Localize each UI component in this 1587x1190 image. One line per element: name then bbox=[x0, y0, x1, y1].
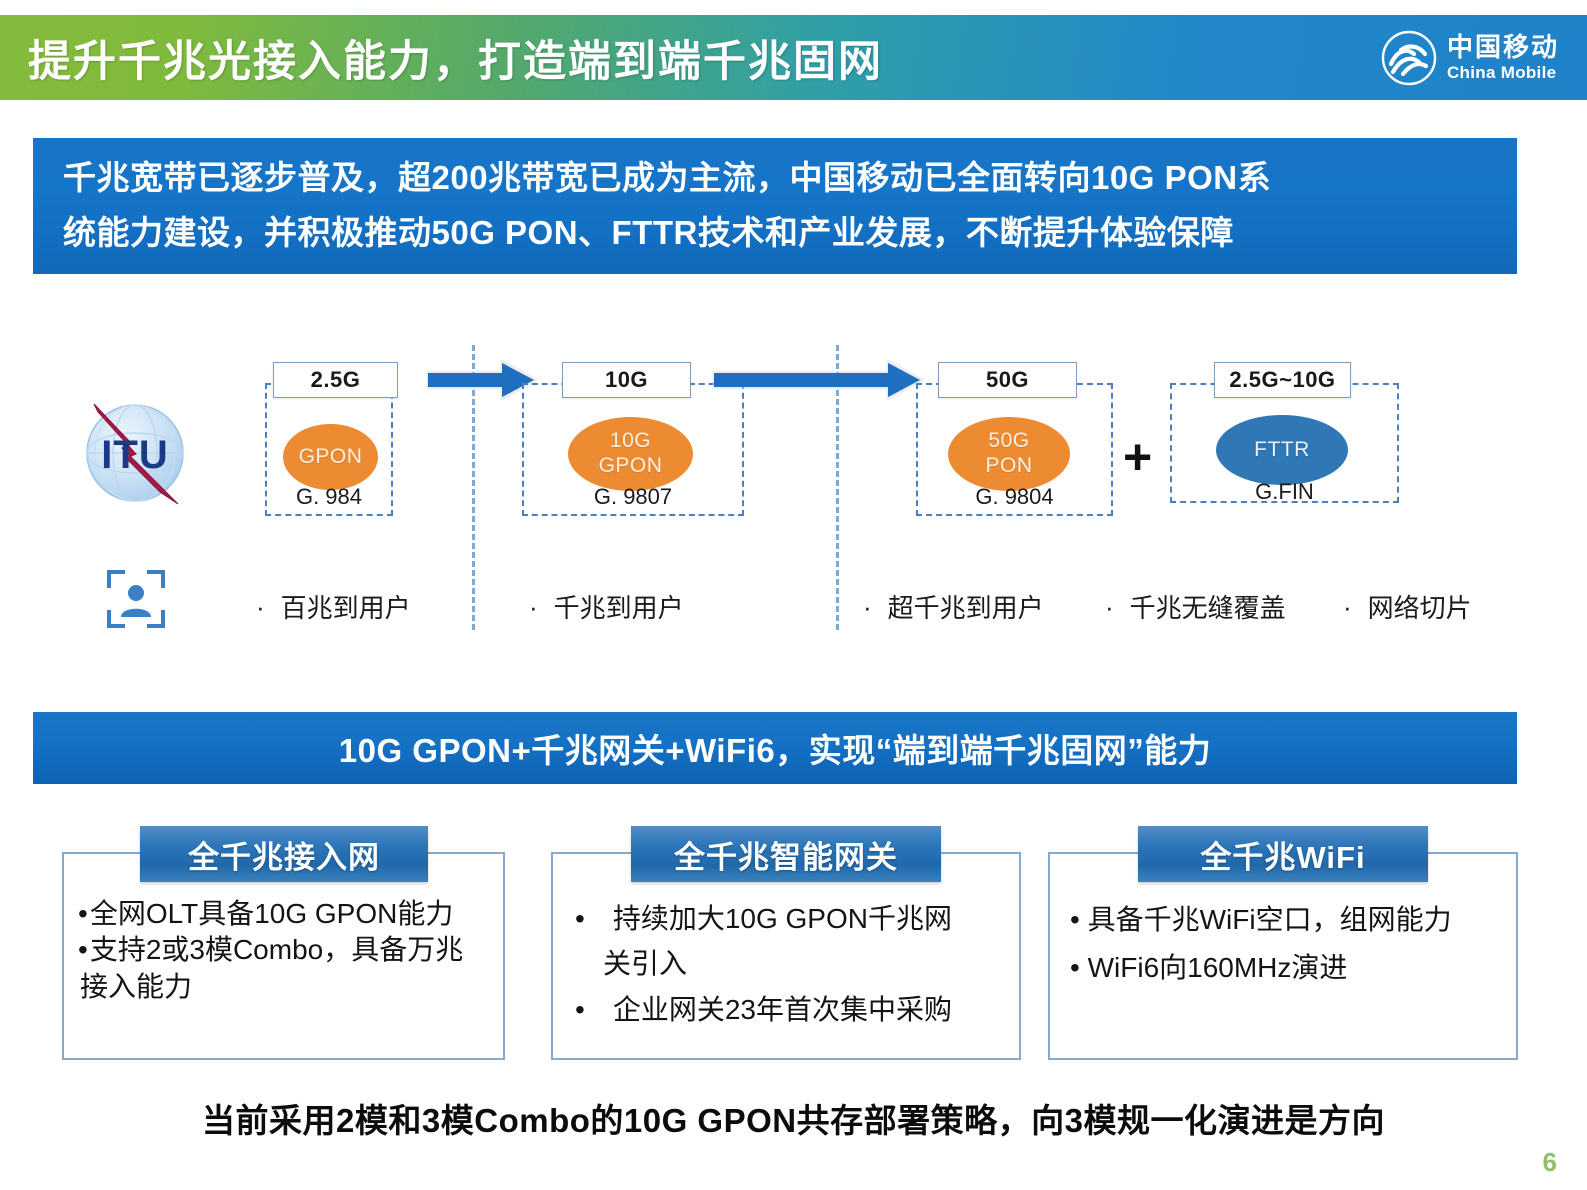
stage-4-tech-oval: FTTR bbox=[1216, 415, 1348, 485]
capability-bullet-1: · 百兆到用户 bbox=[256, 588, 411, 625]
card-3-item-1-text: 具备千兆WiFi空口，组网能力 bbox=[1087, 904, 1452, 935]
capability-card-wifi: 全千兆WiFi • 具备千兆WiFi空口，组网能力 • WiFi6向160MHz… bbox=[1048, 826, 1518, 1060]
bullet-dot: · bbox=[1105, 591, 1114, 622]
card-1-item-2: •支持2或3模Combo，具备万兆 bbox=[78, 932, 489, 968]
stage-3-tech-line-1: 50G bbox=[988, 429, 1030, 453]
capability-bullet-3-label: 超千兆到用户 bbox=[887, 593, 1044, 623]
card-2-body: • 持续加大10G GPON千兆网 关引入 • 企业网关23年首次集中采购 bbox=[553, 896, 1019, 1032]
card-3-body: • 具备千兆WiFi空口，组网能力 • WiFi6向160MHz演进 bbox=[1050, 896, 1516, 992]
stage-2-speed-label: 10G bbox=[562, 362, 691, 398]
card-2-title: 全千兆智能网关 bbox=[631, 826, 941, 882]
stage-4-speed-label: 2.5G~10G bbox=[1214, 362, 1351, 398]
summary-banner-top: 千兆宽带已逐步普及，超200兆带宽已成为主流，中国移动已全面转向10G PON系… bbox=[33, 138, 1517, 274]
capability-card-access-network: 全千兆接入网 •全网OLT具备10G GPON能力 •支持2或3模Combo，具… bbox=[62, 826, 505, 1060]
bullet-dot: · bbox=[529, 591, 538, 622]
card-3-item-2: • WiFi6向160MHz演进 bbox=[1070, 944, 1502, 992]
stage-3-tech-line-2: PON bbox=[985, 454, 1033, 477]
bullet-dot: • bbox=[78, 898, 88, 929]
china-mobile-logo-icon bbox=[1381, 30, 1437, 86]
summary-line-2: 统能力建设，并积极推动50G PON、FTTR技术和产业发展，不断提升体验保障 bbox=[63, 214, 1234, 251]
brand-logo: 中国移动 China Mobile bbox=[1381, 30, 1559, 86]
summary-banner-mid-text: 10G GPON+千兆网关+WiFi6，实现“端到端千兆固网”能力 bbox=[338, 732, 1212, 769]
card-3-title: 全千兆WiFi bbox=[1138, 826, 1428, 882]
stage-1-tech-line-1: GPON bbox=[298, 444, 363, 468]
stage-2-tech-oval: 10G GPON bbox=[568, 417, 693, 491]
svg-text:ITU: ITU bbox=[101, 433, 168, 477]
card-1-title: 全千兆接入网 bbox=[140, 826, 428, 882]
bullet-dot: • bbox=[78, 934, 88, 966]
card-2-item-1-text: 持续加大10G GPON千兆网 bbox=[612, 903, 952, 934]
card-3-item-2-text: WiFi6向160MHz演进 bbox=[1087, 952, 1348, 984]
capability-bullet-5: · 网络切片 bbox=[1343, 588, 1472, 625]
stage-1-standard-code: G. 984 bbox=[295, 484, 363, 509]
capability-card-smart-gateway: 全千兆智能网关 • 持续加大10G GPON千兆网 关引入 • 企业网关23年首… bbox=[551, 826, 1021, 1060]
user-target-icon bbox=[105, 568, 167, 630]
card-2-item-2: 关引入 bbox=[567, 941, 1005, 986]
diagram-divider-1 bbox=[472, 345, 475, 630]
conclusion-note: 当前采用2模和3模Combo的10G GPON共存部署策略，向3模规一化演进是方… bbox=[202, 1102, 1385, 1139]
stage-1-tech-oval: GPON bbox=[283, 424, 378, 490]
card-1-item-3-text: 接入能力 bbox=[80, 970, 193, 1002]
page-number: 6 bbox=[1542, 1147, 1557, 1177]
capability-bullet-2-label: 千兆到用户 bbox=[553, 593, 684, 623]
card-2-item-3: • 企业网关23年首次集中采购 bbox=[567, 987, 1005, 1032]
stage-3-standard-code: G. 9804 bbox=[975, 484, 1054, 509]
card-1-item-1-text: 全网OLT具备10G GPON能力 bbox=[89, 898, 454, 929]
capability-bullet-4: · 千兆无缝覆盖 bbox=[1105, 588, 1286, 625]
stage-3-tech-oval: 50G PON bbox=[948, 417, 1070, 491]
itu-globe-logo-icon: ITU bbox=[74, 392, 196, 514]
diagram-divider-2 bbox=[836, 345, 839, 630]
bullet-dot: • bbox=[1070, 952, 1080, 984]
card-2-item-2-text: 关引入 bbox=[603, 948, 688, 980]
summary-line-1: 千兆宽带已逐步普及，超200兆带宽已成为主流，中国移动已全面转向10G PON系 bbox=[63, 159, 1272, 197]
stage-4-standard-code: G.FIN bbox=[1255, 479, 1314, 504]
stage-2-tech-line-1: 10G bbox=[609, 429, 652, 453]
brand-name-en: China Mobile bbox=[1446, 63, 1557, 82]
stage-2-standard-code: G. 9807 bbox=[593, 484, 673, 509]
bullet-dot: • bbox=[1070, 904, 1080, 935]
capability-bullet-5-label: 网络切片 bbox=[1367, 593, 1472, 623]
stage-3-speed-label: 50G bbox=[938, 362, 1077, 398]
capability-bullet-4-label: 千兆无缝覆盖 bbox=[1129, 593, 1286, 623]
bullet-dot: · bbox=[256, 591, 265, 622]
evolution-arrow-1-icon bbox=[424, 355, 539, 410]
bullet-dot: · bbox=[863, 591, 872, 622]
bullet-dot: • bbox=[575, 993, 585, 1025]
evolution-arrow-2-icon bbox=[710, 356, 925, 409]
slide-title-bar: 提升千兆光接入能力，打造端到端千兆固网 中国移动 China Mobile bbox=[0, 15, 1587, 100]
card-1-item-1: •全网OLT具备10G GPON能力 bbox=[78, 896, 489, 932]
stage-4-tech-line-1: FTTR bbox=[1254, 437, 1310, 461]
bullet-dot: · bbox=[1343, 591, 1352, 622]
card-1-item-3: 接入能力 bbox=[78, 969, 489, 1005]
card-2-item-3-text: 企业网关23年首次集中采购 bbox=[612, 993, 952, 1025]
bullet-dot: • bbox=[575, 903, 585, 934]
capability-bullets-row: · 百兆到用户 · 千兆到用户 · 超千兆到用户 · 千兆无缝覆盖 · 网络切片 bbox=[0, 580, 1587, 630]
card-1-item-2-text: 支持2或3模Combo，具备万兆 bbox=[89, 934, 464, 966]
stage-1-speed-label: 2.5G bbox=[273, 362, 398, 398]
stage-2-tech-line-2: GPON bbox=[598, 454, 663, 477]
card-1-body: •全网OLT具备10G GPON能力 •支持2或3模Combo，具备万兆 接入能… bbox=[64, 896, 503, 1005]
page-title: 提升千兆光接入能力，打造端到端千兆固网 bbox=[28, 37, 883, 86]
plus-sign: + bbox=[1123, 429, 1153, 485]
capability-bullet-3: · 超千兆到用户 bbox=[863, 588, 1044, 625]
card-3-item-1: • 具备千兆WiFi空口，组网能力 bbox=[1070, 896, 1502, 944]
capability-bullet-2: · 千兆到用户 bbox=[529, 588, 684, 625]
card-2-item-1: • 持续加大10G GPON千兆网 bbox=[567, 896, 1005, 941]
brand-name-cn: 中国移动 bbox=[1446, 32, 1559, 62]
capability-bullet-1-label: 百兆到用户 bbox=[280, 593, 411, 623]
summary-banner-mid: 10G GPON+千兆网关+WiFi6，实现“端到端千兆固网”能力 bbox=[33, 712, 1517, 784]
